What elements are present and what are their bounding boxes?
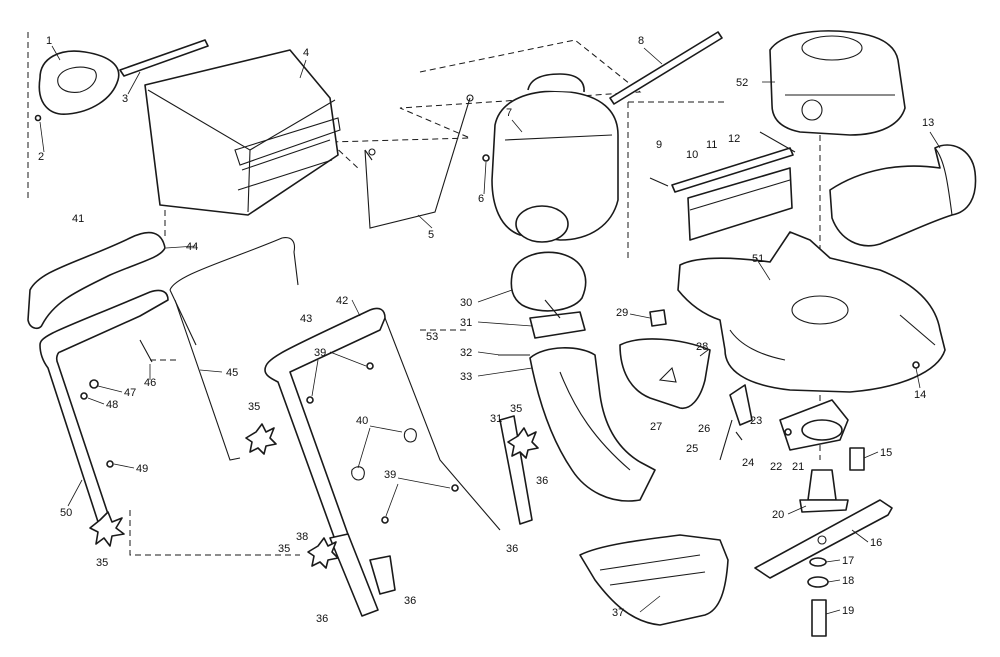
mower-deck-part [677, 231, 946, 393]
height-adjust-parts [719, 384, 753, 461]
callout-51: 51 [752, 253, 764, 265]
callout-10: 10 [686, 149, 698, 161]
callout-31a: 31 [460, 317, 472, 329]
callout-35a: 35 [96, 557, 108, 569]
callout-39a: 39 [314, 347, 326, 359]
callout-12: 12 [728, 133, 740, 145]
callout-13: 13 [922, 117, 934, 129]
lower-handle-center-part [264, 307, 501, 549]
callout-29: 29 [616, 307, 628, 319]
callout-36a: 36 [536, 475, 548, 487]
control-bail-part [169, 237, 299, 346]
handle-bracket-parts [329, 415, 533, 617]
grass-bag-handle-part [38, 50, 120, 115]
callout-14: 14 [914, 389, 926, 401]
callout-3: 3 [122, 93, 128, 105]
callout-26: 26 [698, 423, 710, 435]
callout-35d: 35 [510, 403, 522, 415]
callout-53: 53 [426, 331, 438, 343]
callout-labels: 1 2 3 4 5 6 7 8 9 10 11 12 13 14 15 16 1… [38, 35, 934, 625]
callout-2: 2 [38, 151, 44, 163]
callout-32: 32 [460, 347, 472, 359]
callout-20: 20 [772, 509, 784, 521]
callout-28: 28 [696, 341, 708, 353]
engine-part [769, 30, 906, 136]
callout-1: 1 [46, 35, 52, 47]
callout-30: 30 [460, 297, 472, 309]
callout-44: 44 [186, 241, 198, 253]
callout-35b: 35 [248, 401, 260, 413]
leader-lines [39, 45, 941, 615]
callout-42: 42 [336, 295, 348, 307]
callout-36b: 36 [506, 543, 518, 555]
long-rod-part [609, 31, 723, 105]
bag-rod-part [119, 39, 209, 77]
callout-16: 16 [870, 537, 882, 549]
blade-bolt-parts [807, 447, 865, 637]
callout-36c: 36 [404, 595, 416, 607]
callout-11: 11 [706, 139, 717, 151]
callout-40: 40 [356, 415, 368, 427]
bracket-assembly-part [649, 131, 796, 241]
rear-shield-part [579, 534, 729, 626]
mower-blade-part [754, 499, 893, 579]
callout-47: 47 [124, 387, 136, 399]
callout-33: 33 [460, 371, 472, 383]
callout-15: 15 [880, 447, 892, 459]
star-knob-parts [89, 423, 539, 569]
callout-35c: 35 [278, 543, 290, 555]
rear-adapter-part [491, 73, 619, 243]
grass-bag-part [144, 49, 341, 216]
callout-6: 6 [478, 193, 484, 205]
callout-50: 50 [60, 507, 72, 519]
callout-37: 37 [612, 607, 624, 619]
callout-41: 41 [72, 213, 84, 225]
callout-49: 49 [136, 463, 148, 475]
callout-17: 17 [842, 555, 854, 567]
callout-5: 5 [428, 229, 434, 241]
callout-21: 21 [792, 461, 804, 473]
assembly-guide-lines [27, 32, 821, 556]
callout-52: 52 [736, 77, 748, 89]
side-discharge-chute-part [829, 144, 977, 247]
discharge-tube-part [529, 347, 656, 502]
callout-27: 27 [650, 421, 662, 433]
callout-43: 43 [300, 313, 312, 325]
knob-part [649, 309, 667, 327]
callout-22: 22 [770, 461, 782, 473]
callout-36d: 36 [316, 613, 328, 625]
callout-7: 7 [506, 107, 512, 119]
callout-18: 18 [842, 575, 854, 587]
callout-4: 4 [303, 47, 309, 59]
bag-cap-part [510, 251, 587, 339]
callout-46: 46 [144, 377, 156, 389]
callout-38: 38 [296, 531, 308, 543]
small-hardware-parts [34, 114, 920, 524]
callout-39b: 39 [384, 469, 396, 481]
bag-frame-wire-part [364, 94, 474, 229]
callout-9: 9 [656, 139, 662, 151]
callout-23: 23 [750, 415, 762, 427]
upper-handle-part [27, 231, 166, 330]
blade-adapter-part [779, 399, 849, 513]
callout-48: 48 [106, 399, 118, 411]
callout-45: 45 [226, 367, 238, 379]
callout-24: 24 [742, 457, 754, 469]
lower-handle-left-part [39, 289, 241, 529]
callout-25: 25 [686, 443, 698, 455]
callout-19: 19 [842, 605, 854, 617]
callout-8: 8 [638, 35, 644, 47]
deflector-part [619, 338, 711, 409]
callout-31b: 31 [490, 413, 502, 425]
